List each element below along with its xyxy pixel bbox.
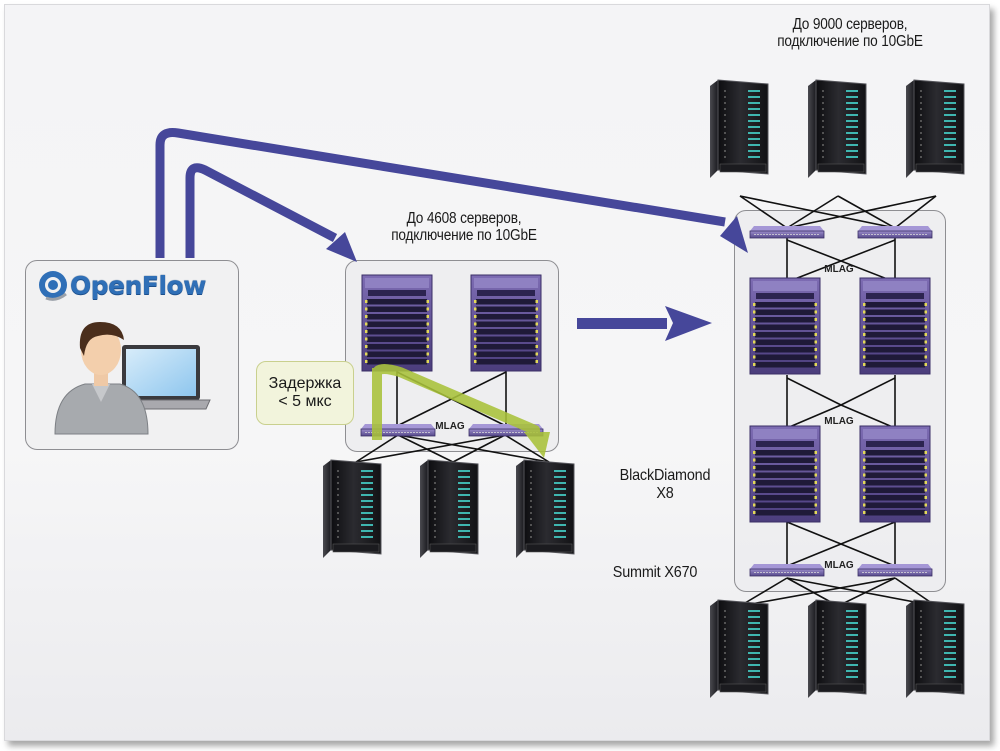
scale-out-arrowhead-icon: [665, 306, 712, 341]
cable-line: [452, 434, 506, 463]
cable-line: [397, 434, 454, 463]
cable-line: [894, 195, 937, 229]
cable-line: [786, 377, 842, 406]
summit-label: Summit X670: [612, 564, 698, 581]
control-arrow-to-small-cluster: [185, 163, 338, 258]
openflow-swirl-icon: [39, 271, 67, 301]
summit-x670-switch-icon: [857, 564, 933, 577]
cable-line: [739, 195, 896, 229]
cable-line: [786, 521, 896, 567]
caption-line: До 9000 серверов,: [792, 16, 908, 33]
mlag-label: MLAG: [435, 421, 465, 432]
user-at-laptop-icon: [54, 322, 211, 435]
label-line: BlackDiamond: [619, 467, 711, 484]
small-cluster-caption: До 4608 серверов, подключение по 10GbE: [367, 210, 561, 245]
mlag-label: MLAG: [824, 416, 854, 427]
server-rack-icon: [710, 79, 769, 178]
blackdiamond-x8-switch-icon: [859, 277, 931, 375]
label-line: X8: [656, 484, 674, 502]
cable-line: [397, 434, 550, 463]
cable-line: [739, 195, 788, 229]
caption-line: подключение по 10GbE: [777, 33, 923, 51]
blackdiamond-x8-switch-icon: [859, 425, 931, 523]
caption-line: До 4608 серверов,: [406, 210, 522, 227]
latency-badge: Задержка < 5 мкс: [256, 361, 354, 425]
blackdiamond-x8-switch-icon: [749, 277, 821, 375]
large-cluster-caption: До 9000 серверов, подключение по 10GbE: [753, 16, 947, 51]
arrowhead-icon: [326, 232, 357, 262]
cable-line: [786, 195, 937, 229]
openflow-logo-text: OpenFlow: [70, 270, 206, 300]
latency-path-group: [372, 364, 550, 458]
arrowhead-icon: [720, 216, 748, 253]
large-cluster-panel: [734, 210, 946, 592]
blackdiamond-x8-switch-icon: [749, 425, 821, 523]
cable-line: [840, 377, 896, 406]
cable-line: [837, 195, 896, 229]
server-rack-icon: [420, 459, 479, 558]
cable-line: [504, 434, 550, 463]
cable-line: [786, 239, 896, 283]
latency-path-across: [372, 364, 540, 438]
cable-line: [840, 404, 896, 429]
latency-arrowhead-icon: [524, 432, 550, 458]
server-rack-icon: [710, 599, 769, 698]
server-rack-icon: [516, 459, 575, 558]
mlag-label: MLAG: [824, 264, 854, 275]
summit-x670-switch-icon: [749, 226, 825, 239]
cable-line: [739, 577, 896, 607]
cable-line: [837, 577, 896, 607]
blackdiamond-x8-switch-icon: [470, 274, 542, 372]
cable-line: [786, 404, 842, 429]
control-arrow-to-large-cluster: [155, 128, 726, 258]
cable-line: [739, 577, 788, 607]
server-rack-icon: [808, 79, 867, 178]
cable-group: [355, 195, 937, 607]
caption-line: подключение по 10GbE: [391, 227, 537, 245]
control-arrow-group: [155, 128, 748, 341]
openflow-logo: OpenFlow: [36, 268, 206, 302]
server-rack-icon: [906, 79, 965, 178]
latency-line: < 5 мкс: [278, 393, 332, 410]
cable-line: [355, 434, 399, 463]
server-rack-icon: [906, 599, 965, 698]
mlag-label: MLAG: [824, 560, 854, 571]
blackdiamond-x8-switch-icon: [361, 274, 433, 372]
server-rack-icon: [323, 459, 382, 558]
cable-line: [786, 577, 937, 607]
server-rack-icon: [808, 599, 867, 698]
cable-line: [786, 195, 839, 229]
summit-x670-switch-icon: [749, 564, 825, 577]
cable-line: [355, 434, 506, 463]
summit-x670-switch-icon: [857, 226, 933, 239]
blackdiamond-label: BlackDiamond X8: [607, 467, 724, 503]
latency-line: Задержка: [268, 375, 342, 393]
scale-out-arrow-shaft: [577, 318, 667, 329]
